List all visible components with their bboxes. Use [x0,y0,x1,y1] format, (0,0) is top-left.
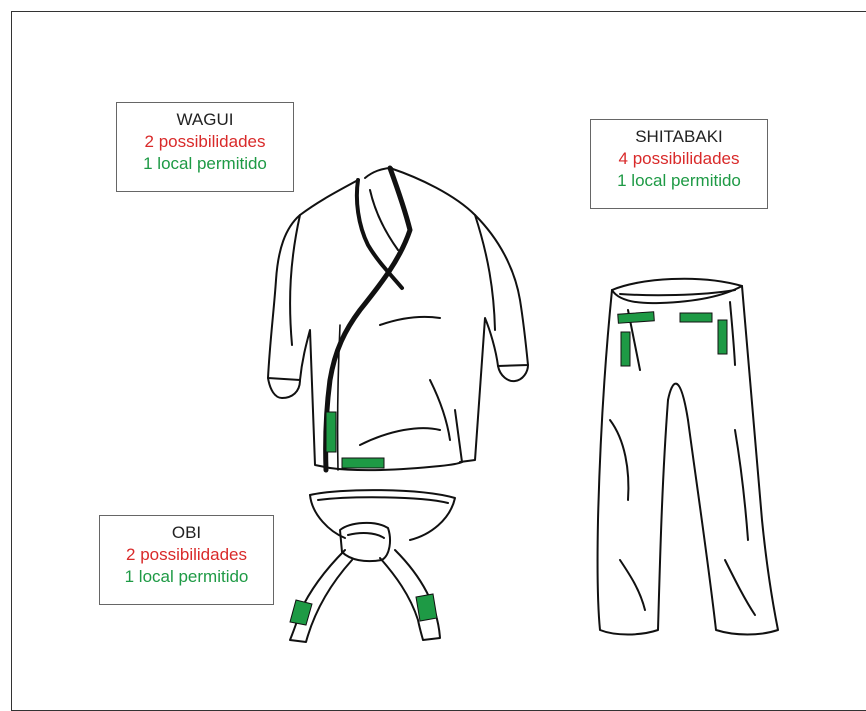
shitabaki-allowed-patch-2 [680,313,712,322]
wagui-jacket [268,168,528,470]
wagui-label-box: WAGUI 2 possibilidades 1 local permitido [116,102,294,192]
shitabaki-possibilities: 4 possibilidades [591,148,767,170]
obi-allowed: 1 local permitido [100,566,273,588]
obi-possibilities: 2 possibilidades [100,544,273,566]
shitabaki-allowed-patch-4 [718,320,727,354]
shitabaki-label-box: SHITABAKI 4 possibilidades 1 local permi… [590,119,768,209]
wagui-title: WAGUI [117,109,293,131]
obi-allowed-tip-left [290,600,312,625]
obi-title: OBI [100,522,273,544]
wagui-allowed-patch-horizontal [342,458,384,468]
obi-allowed-tip-right [416,594,437,621]
obi-label-box: OBI 2 possibilidades 1 local permitido [99,515,274,605]
shitabaki-allowed: 1 local permitido [591,170,767,192]
shitabaki-allowed-patch-3 [621,332,630,366]
wagui-allowed: 1 local permitido [117,153,293,175]
wagui-possibilities: 2 possibilidades [117,131,293,153]
wagui-allowed-patch-vertical [326,412,336,452]
shitabaki-allowed-patch-1 [618,312,655,323]
shitabaki-title: SHITABAKI [591,126,767,148]
